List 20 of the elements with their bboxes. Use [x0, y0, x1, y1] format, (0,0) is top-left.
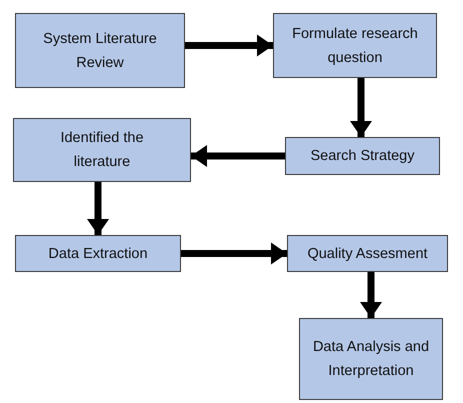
box-label: Data Extraction	[48, 244, 148, 264]
process-box	[15, 235, 181, 272]
process-box	[15, 13, 185, 88]
process-box	[299, 318, 443, 400]
box-label: Data Analysis and Interpretation	[312, 338, 430, 381]
process-box	[273, 13, 437, 78]
arrow	[350, 78, 372, 137]
arrow	[185, 34, 273, 56]
arrow	[87, 182, 109, 235]
box-label: Search Strategy	[310, 147, 414, 166]
box-label: Formulate research question	[291, 24, 419, 68]
box-label: Quality Assesment	[307, 244, 428, 264]
process-box	[287, 235, 448, 272]
process-box	[285, 137, 440, 175]
arrow	[181, 242, 287, 264]
arrow	[360, 272, 382, 318]
arrow	[191, 145, 285, 167]
process-box	[13, 118, 191, 182]
box-label: System Literature Review	[42, 30, 158, 72]
box-label: Identified the literature	[59, 129, 145, 172]
